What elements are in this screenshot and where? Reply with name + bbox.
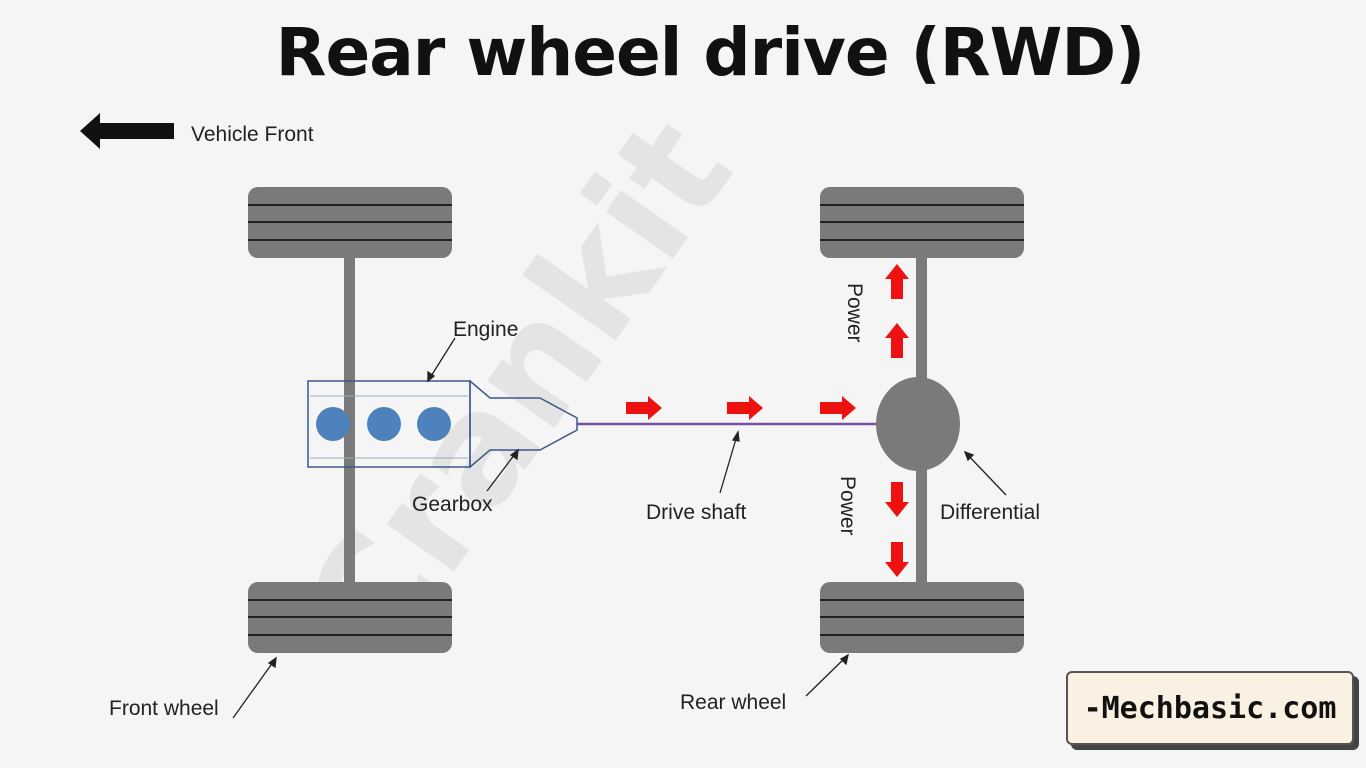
power-arrow-up-icon	[885, 323, 909, 358]
front-wheel-top	[248, 187, 452, 258]
differential-label: Differential	[940, 501, 1040, 524]
power-arrow-right-icon	[626, 396, 662, 420]
arrow-left-icon	[80, 113, 174, 149]
power-arrow-right-icon	[820, 396, 856, 420]
engine-cylinder	[367, 407, 401, 441]
differential	[876, 377, 960, 471]
power-arrow-down-icon	[885, 482, 909, 517]
engine-label: Engine	[453, 318, 518, 341]
vehicle-front-label: Vehicle Front	[191, 123, 314, 146]
gearbox-label: Gearbox	[412, 493, 493, 516]
power-arrow-down-icon	[885, 542, 909, 577]
front-wheel-bottom	[248, 582, 452, 653]
mechbasic-branding-badge: -Mechbasic.com	[1066, 671, 1354, 745]
diagram-title: Rear wheel drive (RWD)	[275, 14, 1146, 91]
drive-shaft-label: Drive shaft	[646, 501, 747, 524]
rear-wheel-top	[820, 187, 1024, 258]
front-wheel-label: Front wheel	[109, 697, 219, 720]
power-label-bottom: Power	[836, 476, 859, 536]
rear-wheel-bottom	[820, 582, 1024, 653]
rear-wheel-label: Rear wheel	[680, 691, 786, 714]
engine	[307, 380, 471, 468]
power-arrow-right-icon	[727, 396, 763, 420]
power-label-top: Power	[843, 283, 866, 343]
gearbox	[469, 379, 578, 469]
engine-cylinder	[417, 407, 451, 441]
power-arrow-up-icon	[885, 264, 909, 299]
engine-cylinder	[316, 407, 350, 441]
